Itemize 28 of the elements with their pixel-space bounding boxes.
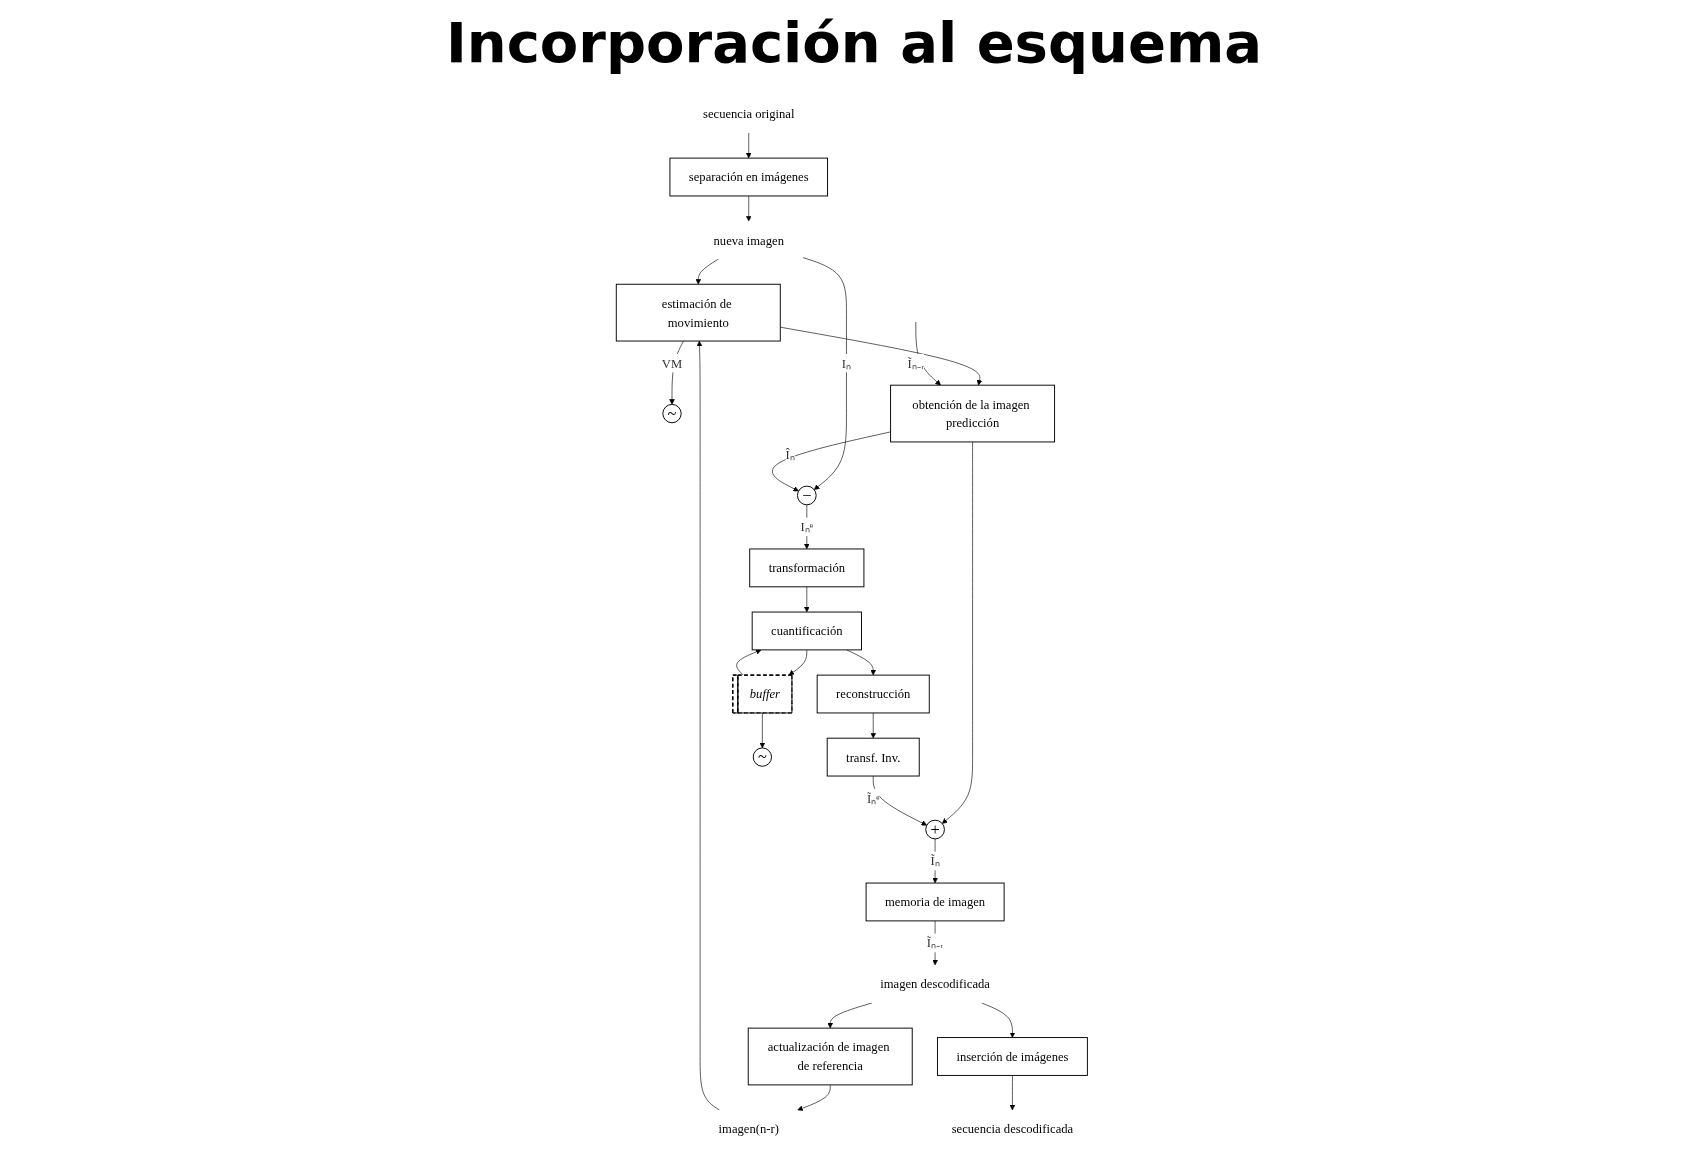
node-box: reconstrucción [816,674,930,714]
node-box: obtención de la imagen predicción [889,384,1055,443]
node-text: secuencia original [702,107,795,121]
edge-label: Ĩₙᵉ [866,791,880,806]
node-box: memoria de imagen [865,882,1005,922]
title: Incorporación al esquema [444,10,1263,75]
edge-label: Iₙ [841,356,851,371]
node-circle: − [796,485,817,506]
node-circle: ~ [662,403,682,424]
edge-label: VM [661,356,682,371]
node-box: actualización de imagen de referencia [747,1027,913,1086]
node-text: secuencia descodificada [951,1122,1073,1136]
node-box: inserción de imágenes [936,1037,1088,1076]
node-circle: ~ [752,747,772,767]
edge-label: Îₙ [785,447,795,462]
node-circle: + [925,819,945,840]
node-text: imagen(n-r) [718,1122,779,1136]
edge-label: Ĩₙ [930,854,940,868]
node-text: nueva imagen [713,233,784,248]
node-box: transf. Inv. [826,737,920,777]
edge-label: Iₙᵉ [800,519,813,534]
node-box: cuantificación [751,611,862,651]
edge-label: Ĩₙ₋ᵣ [907,356,924,371]
node-text: imagen descodificada [880,977,990,991]
node-box: separación en imágenes [669,157,828,197]
edge-label: Ĩₙ₋ᵣ [926,936,944,950]
node-box: estimación de movimiento [615,283,781,342]
node-box: transformación [749,548,865,588]
